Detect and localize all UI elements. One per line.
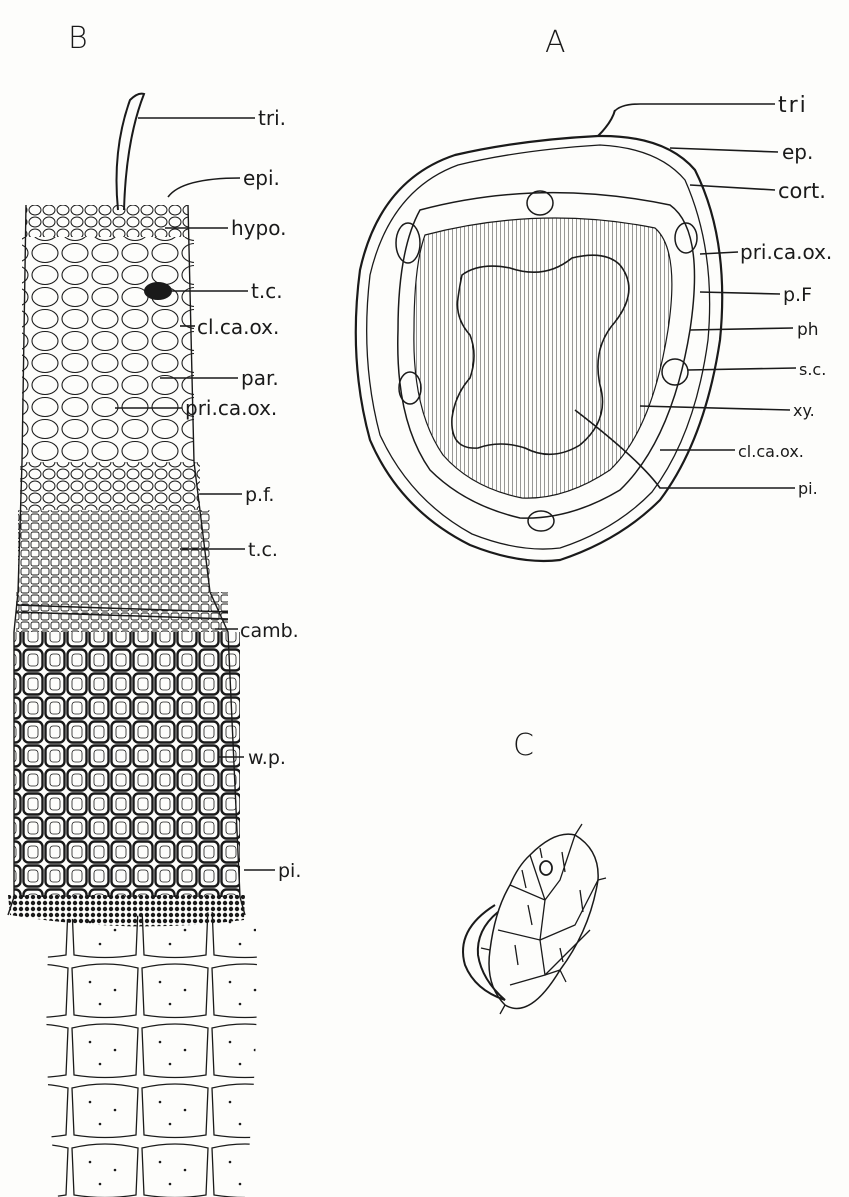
wood-b xyxy=(14,632,240,897)
label-a-sc: s.c. xyxy=(799,360,826,379)
panel-c-epidermal-peel xyxy=(463,824,606,1014)
tannin-cell-b xyxy=(144,282,172,300)
panel-a-section xyxy=(356,110,722,561)
label-a-ph: ph xyxy=(797,320,819,340)
panel-b-section xyxy=(8,94,257,1197)
xylem-zone-a xyxy=(414,218,672,498)
label-b-tc-1: t.c. xyxy=(251,279,283,303)
panel-letter-a: A xyxy=(545,25,566,60)
panel-letter-c: C xyxy=(513,728,534,763)
label-b-pi: pi. xyxy=(278,860,301,882)
label-b-tc-2: t.c. xyxy=(248,539,278,561)
label-b-wp: w.p. xyxy=(248,747,286,769)
label-b-clcaox: cl.ca.ox. xyxy=(197,315,279,339)
trichome-b xyxy=(117,94,145,210)
labels-a: tri ep. cort. pri.ca.ox. p.F ph s.c. xy.… xyxy=(738,93,832,498)
label-b-camb: camb. xyxy=(240,620,299,642)
cambium-b xyxy=(16,592,228,632)
label-b-hypo: hypo. xyxy=(231,216,286,240)
label-b-par: par. xyxy=(241,366,279,390)
cortex-parenchyma-b xyxy=(22,237,194,462)
label-b-epi: epi. xyxy=(243,166,280,190)
epidermis-b xyxy=(26,205,188,237)
phloem-b xyxy=(18,510,210,592)
pericycle-band-b xyxy=(20,462,200,510)
label-a-ep: ep. xyxy=(782,140,813,164)
label-a-pi: pi. xyxy=(798,479,818,498)
label-a-clcaox: cl.ca.ox. xyxy=(738,442,804,461)
pith-b xyxy=(46,910,257,1197)
label-b-tri: tri. xyxy=(258,106,286,130)
label-a-tri: tri xyxy=(778,93,808,118)
label-a-xy: xy. xyxy=(793,401,815,420)
label-b-pricaox: pri.ca.ox. xyxy=(185,396,277,420)
panel-letter-b: B xyxy=(68,21,88,56)
label-a-pf: p.F xyxy=(783,284,812,306)
label-b-pf: p.f. xyxy=(245,484,274,506)
label-a-pricaox: pri.ca.ox. xyxy=(740,240,832,264)
trichome-a xyxy=(598,110,615,136)
label-a-cort: cort. xyxy=(778,179,826,203)
